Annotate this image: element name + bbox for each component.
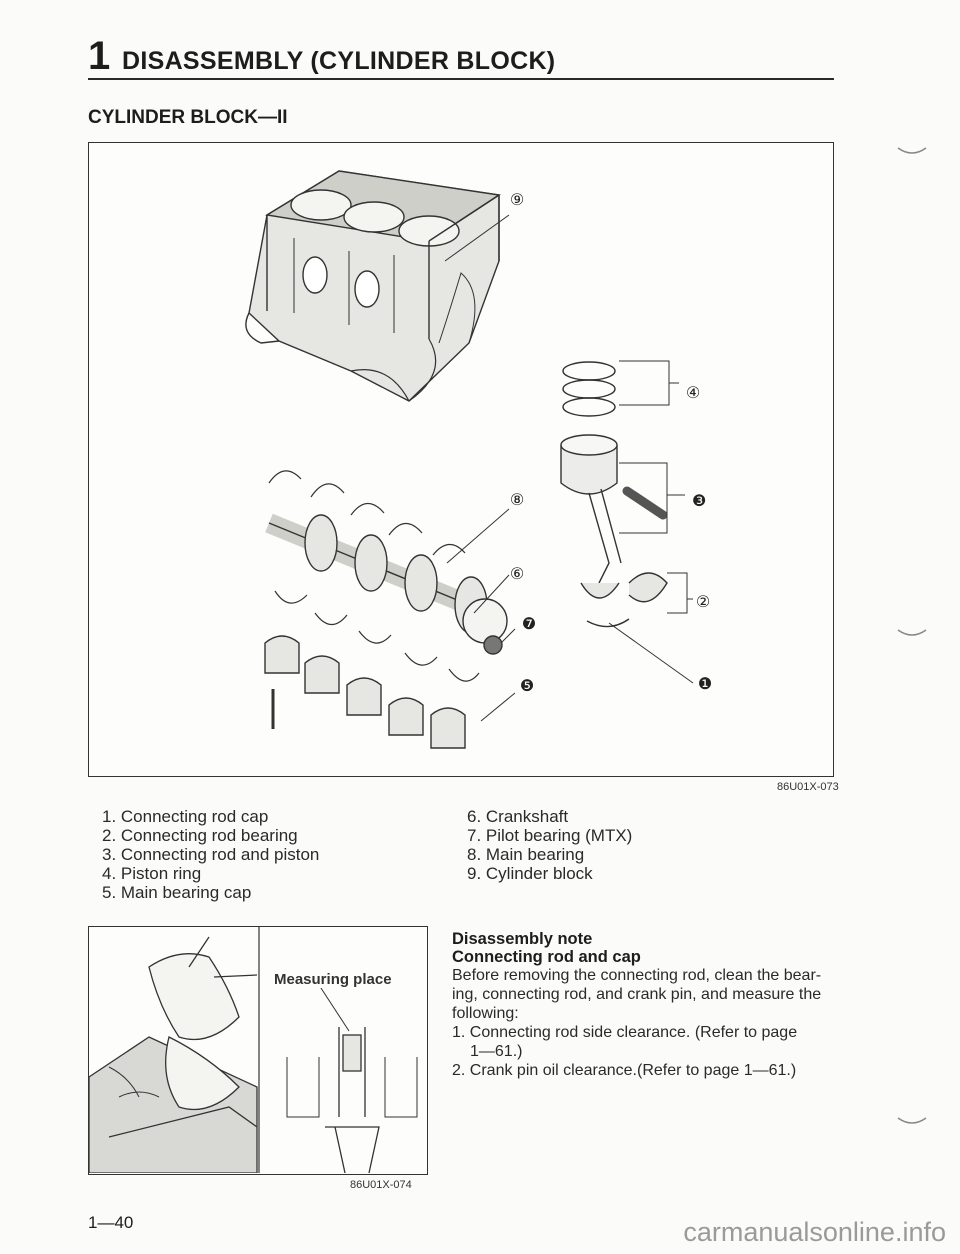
callout-2: ② [696, 592, 710, 611]
margin-mark [897, 147, 927, 154]
callout-5: ❺ [520, 676, 534, 695]
note-item-2: 2. Crank pin oil clearance.(Refer to pag… [452, 1062, 797, 1079]
measuring-figure: Measuring place [88, 926, 428, 1175]
callout-6: ⑥ [510, 564, 524, 583]
page-number: 1—40 [88, 1213, 134, 1232]
callout-7: ❼ [522, 614, 536, 633]
part-item: 5. Main bearing cap [102, 883, 252, 902]
exploded-view-illustration: ⑨ ④ ❸ ⑧ ⑥ ❼ ② ❺ ❶ [245, 170, 712, 749]
callout-leader-lines [444, 214, 694, 722]
figure2-code: 86U01X-074 [350, 1179, 412, 1191]
note-paragraph: Before removing the connecting rod, clea… [452, 966, 838, 1080]
part-item: 7. Pilot bearing (MTX) [467, 826, 633, 845]
callout-8: ⑧ [510, 490, 524, 509]
margin-mark [897, 629, 927, 636]
measuring-place-label: Measuring place [272, 971, 394, 988]
part-item: 4. Piston ring [102, 864, 202, 883]
header-rule [88, 78, 834, 80]
piston-rings-drawing [560, 361, 668, 628]
part-item: 8. Main bearing [467, 845, 585, 864]
figure1-code: 86U01X-073 [777, 781, 839, 793]
note-line: following: [452, 1005, 519, 1022]
note-line: Before removing the connecting rod, clea… [452, 967, 822, 984]
note-item-1: 1. Connecting rod side clearance. (Refer… [452, 1024, 798, 1041]
exploded-view-figure: ⑨ ④ ❸ ⑧ ⑥ ❼ ② ❺ ❶ [88, 142, 834, 777]
crankshaft-drawing [265, 513, 508, 655]
part-item: 9. Cylinder block [467, 864, 593, 883]
measuring-illustration [89, 927, 418, 1173]
part-item: 1. Connecting rod cap [102, 807, 269, 826]
callout-4: ④ [686, 383, 700, 402]
watermark: carmanualsonline.info [683, 1217, 946, 1247]
note-heading: Disassembly note [452, 930, 593, 948]
callout-1: ❶ [698, 674, 712, 693]
chapter-number: 1 [88, 34, 111, 78]
parts-list-col1: 1. Connecting rod cap 2. Connecting rod … [102, 807, 319, 902]
main-bearings-drawing [268, 470, 480, 682]
callout-9: ⑨ [510, 190, 524, 209]
part-item: 6. Crankshaft [467, 807, 569, 826]
part-item: 2. Connecting rod bearing [102, 826, 298, 845]
main-bearing-caps-drawing [264, 635, 466, 749]
section-title: CYLINDER BLOCK—II [88, 107, 288, 128]
margin-mark [897, 1117, 927, 1124]
part-item: 3. Connecting rod and piston [102, 845, 320, 864]
note-line: ing, connecting rod, and crank pin, and … [452, 986, 822, 1003]
parts-list-col2: 6. Crankshaft 7. Pilot bearing (MTX) 8. … [467, 807, 632, 883]
disassembly-note: Disassembly note Connecting rod and cap … [452, 930, 838, 1080]
cylinder-block-drawing [245, 170, 501, 402]
page-heading: DISASSEMBLY (CYLINDER BLOCK) [122, 47, 556, 75]
note-subheading: Connecting rod and cap [452, 948, 641, 966]
note-item-1-cont: 1—61.) [470, 1043, 523, 1060]
callout-3: ❸ [692, 491, 706, 510]
